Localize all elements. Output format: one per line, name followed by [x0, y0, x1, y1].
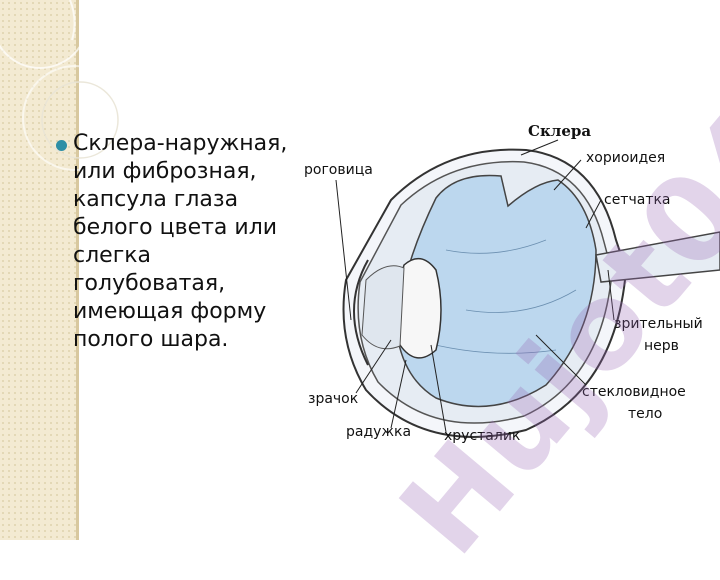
label-pupil: зрачок — [308, 391, 358, 407]
iris — [361, 265, 405, 350]
label-optic-nerve-line1: зрительный — [614, 316, 703, 332]
eye-diagram: Склера роговица хориоидея сетчатка зрите… — [304, 122, 720, 444]
label-sclera: Склера — [528, 122, 591, 140]
label-cornea: роговица — [304, 162, 373, 178]
cornea — [353, 259, 369, 366]
bullet-text: Склера-наружная, или фиброзная, капсула … — [73, 131, 288, 352]
optic-nerve — [595, 231, 720, 283]
label-lens: хрусталик — [444, 428, 520, 444]
label-choroid: хориоидея — [586, 150, 665, 166]
bullet-dot-icon — [56, 140, 67, 151]
decor-rings — [0, 0, 128, 171]
label-retina: сетчатка — [604, 192, 671, 208]
bullet-item: Склера-наружная, или фиброзная, капсула … — [56, 130, 296, 354]
label-vitreous-line1: стекловидное — [582, 384, 686, 400]
label-vitreous-line2: тело — [628, 406, 662, 422]
side-decor-edge — [76, 0, 79, 540]
label-optic-nerve-line2: нерв — [644, 338, 679, 354]
label-iris: радужка — [346, 424, 411, 440]
side-decor-band — [0, 0, 78, 540]
